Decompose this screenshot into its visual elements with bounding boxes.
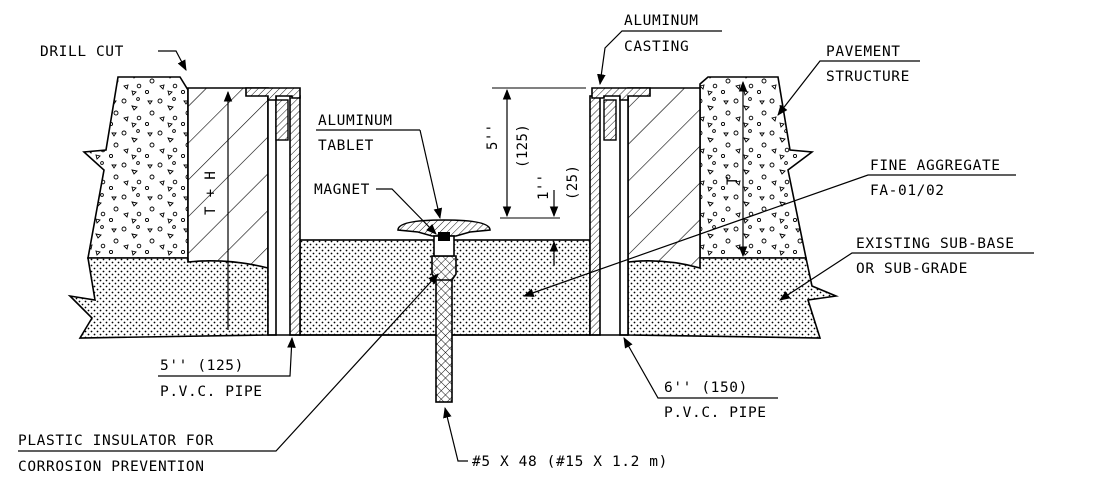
right-subgrade — [627, 257, 839, 339]
dim-5in: 5'' — [485, 124, 501, 151]
aluminum-tablet — [397, 219, 491, 237]
right-hatched-core — [627, 87, 701, 270]
label-pipe5-1: 5'' (125) — [160, 358, 244, 374]
left-subgrade — [67, 257, 269, 339]
right-pvc-wall-outer — [619, 95, 629, 336]
label-pavement-1: PAVEMENT — [826, 44, 901, 60]
label-pipe5-2: P.V.C. PIPE — [160, 384, 263, 400]
rebar-rod — [435, 271, 453, 403]
magnet — [438, 232, 450, 241]
left-pavement-concrete — [82, 76, 189, 259]
dim-t-plus-h: T + H — [203, 171, 219, 215]
label-rebar: #5 X 48 (#15 X 1.2 m) — [472, 454, 668, 470]
label-aluminum-tablet-1: ALUMINUM — [318, 113, 393, 129]
dim-t: T — [725, 176, 741, 185]
label-aluminum-casting-1: ALUMINUM — [624, 13, 699, 29]
label-pipe6-1: 6'' (150) — [664, 380, 748, 396]
label-pavement-2: STRUCTURE — [826, 69, 910, 85]
label-aluminum-casting-2: CASTING — [624, 39, 689, 55]
left-pvc-wall-outer — [267, 95, 277, 336]
label-magnet: MAGNET — [314, 182, 370, 198]
label-pipe6-2: P.V.C. PIPE — [664, 405, 767, 421]
right-pvc-wall-inner — [589, 95, 601, 336]
dim-25mm: (25) — [565, 165, 581, 200]
label-aluminum-tablet-2: TABLET — [318, 138, 374, 154]
label-existing-1: EXISTING SUB-BASE — [856, 236, 1015, 252]
label-fine-aggregate-2: FA-01/02 — [870, 183, 945, 199]
dim-1in: 1'' — [536, 174, 552, 201]
label-insulator-1: PLASTIC INSULATOR FOR — [18, 433, 214, 449]
right-pavement-concrete — [699, 76, 815, 259]
label-insulator-2: CORROSION PREVENTION — [18, 459, 205, 475]
right-aluminum-casting — [591, 87, 651, 101]
label-drill-cut: DRILL CUT — [40, 44, 124, 60]
left-aluminum-casting — [245, 87, 301, 101]
label-fine-aggregate-1: FINE AGGREGATE — [870, 158, 1001, 174]
dim-125mm: (125) — [515, 124, 531, 168]
left-pvc-wall-inner — [289, 95, 301, 336]
label-existing-2: OR SUB-GRADE — [856, 261, 968, 277]
